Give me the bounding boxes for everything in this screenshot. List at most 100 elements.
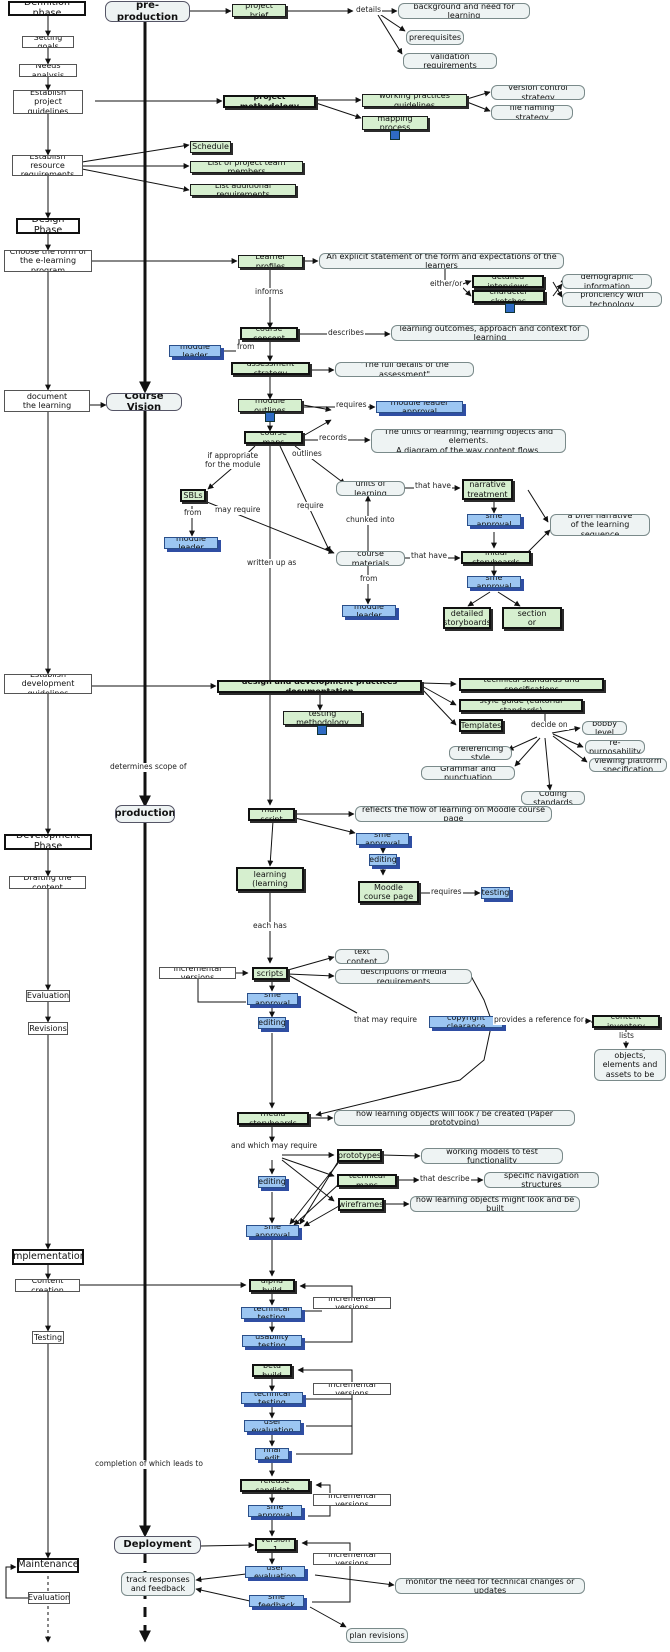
stage-deployment[interactable]: Deployment <box>114 1536 201 1554</box>
node-sme-approval-2[interactable]: sme approval <box>467 576 521 588</box>
node-coding-standards[interactable]: Coding standards <box>521 791 585 805</box>
step-establish-guidelines[interactable]: Establish project guidelines <box>13 90 83 114</box>
step-needs-analysis[interactable]: Needs analysis <box>19 64 77 77</box>
node-course-materials[interactable]: course materials <box>336 551 405 566</box>
node-units-of-learning[interactable]: units of learning <box>336 481 405 496</box>
node-editing-3[interactable]: editing <box>258 1176 286 1188</box>
node-incremental-versions-2[interactable]: incremental versions <box>313 1297 391 1309</box>
node-course-maps[interactable]: course maps <box>244 431 303 444</box>
phase-implementation[interactable]: Implementation <box>12 1249 84 1265</box>
node-prerequisites[interactable]: prerequisites <box>406 30 464 45</box>
node-team-members[interactable]: List of project team members <box>190 161 303 173</box>
document-icon[interactable] <box>390 130 400 140</box>
node-validation[interactable]: validation requirements <box>403 53 497 69</box>
node-detailed-storyboards[interactable]: detailed storyboards <box>443 607 491 629</box>
node-incremental-versions-5[interactable]: incremental versions <box>313 1553 391 1565</box>
phase-maintenance[interactable]: Maintenance <box>17 1558 79 1573</box>
node-incremental-versions-3[interactable]: incremental versions <box>313 1383 391 1395</box>
node-module-leader-1[interactable]: module leader <box>169 345 221 357</box>
node-how-look-built[interactable]: how learning objects might look and be b… <box>410 1196 580 1212</box>
node-detailed-interviews[interactable]: detailed interviews <box>472 275 544 288</box>
node-sme-approval-4[interactable]: sme approval <box>247 993 298 1005</box>
node-demographic[interactable]: demographic information <box>562 274 652 289</box>
node-learner-profiles[interactable]: Learner profiles <box>238 255 303 268</box>
node-content-inventory[interactable]: content inventory <box>592 1015 660 1028</box>
node-course-concept[interactable]: course concept <box>240 327 298 340</box>
node-prototypes[interactable]: prototypes <box>337 1149 382 1162</box>
node-file-naming[interactable]: file naming strategy <box>491 105 573 120</box>
node-learning-outcomes[interactable]: learning outcomes, approach and context … <box>391 325 589 341</box>
node-track-responses[interactable]: track responses and feedback <box>121 1572 195 1596</box>
node-style-guide[interactable]: style guide (editorial standards) <box>459 699 583 712</box>
node-editing-1[interactable]: editing <box>369 854 397 866</box>
node-module-leader-approval[interactable]: module leader approval <box>376 401 463 413</box>
node-user-evaluation-1[interactable]: user evaluation <box>244 1420 301 1432</box>
node-templates[interactable]: Templates <box>459 719 503 732</box>
node-copyright-clearance[interactable]: copyright clearance <box>429 1016 503 1028</box>
step-develop-strategy[interactable]: Develop and document the learning strate… <box>4 390 90 412</box>
step-setting-goals[interactable]: Setting goals <box>22 36 74 48</box>
node-units-learning-objects[interactable]: units of learning (learning objects) <box>236 867 304 891</box>
node-background[interactable]: background and need for learning <box>398 3 530 19</box>
node-module-leader-2[interactable]: module leader <box>164 537 218 549</box>
node-brief-narrative[interactable]: a brief narrative of the learning sequen… <box>550 514 650 536</box>
node-incremental-versions-1[interactable]: incremental versions <box>159 967 236 979</box>
stage-pre-production[interactable]: pre-production <box>105 1 190 22</box>
node-testing-1[interactable]: testing <box>481 887 510 899</box>
step-content-creation[interactable]: Content creation <box>15 1279 80 1292</box>
node-re-purposability[interactable]: re-purposability <box>585 740 645 754</box>
node-incremental-versions-4[interactable]: incremental versions <box>313 1494 391 1506</box>
node-technical-testing-1[interactable]: technical testing <box>241 1307 302 1319</box>
node-beta-build[interactable]: beta build <box>252 1364 292 1377</box>
node-wireframes[interactable]: wireframes <box>338 1198 384 1211</box>
node-monitor-need[interactable]: monitor the need for technical changes o… <box>395 1578 585 1594</box>
node-referencing-style[interactable]: referencing style <box>449 746 512 760</box>
node-sme-approval-5[interactable]: sme approval <box>246 1225 299 1237</box>
node-usability-testing[interactable]: usability testing <box>242 1335 302 1347</box>
node-learning-objects-elements[interactable]: learning objects, elements and assets to… <box>594 1049 666 1081</box>
node-sme-approval-6[interactable]: sme approval <box>248 1505 302 1517</box>
node-version-1[interactable]: version 1 <box>255 1538 296 1551</box>
node-bobby-level[interactable]: bobby level <box>582 721 627 735</box>
node-design-dev-doc[interactable]: design and development practices documen… <box>217 680 422 693</box>
node-scripts[interactable]: scripts <box>252 967 288 980</box>
step-establish-resources[interactable]: Establish resource requirements <box>12 155 83 176</box>
node-main-script[interactable]: main script <box>248 808 295 821</box>
node-technical-testing-2[interactable]: technical testing <box>241 1392 303 1404</box>
node-character-sketches[interactable]: character sketches <box>472 290 545 303</box>
node-moodle-course-page[interactable]: Moodle course page <box>358 881 419 903</box>
node-viewing-platform[interactable]: viewing platform specification <box>589 758 667 772</box>
node-grammar[interactable]: Grammar and punctuation <box>421 766 515 780</box>
document-icon[interactable] <box>317 725 327 735</box>
node-explicit-statement[interactable]: An explicit statement of the form and ex… <box>319 253 564 269</box>
node-assessment-strategy[interactable]: assessment strategy <box>231 362 310 375</box>
node-version-control[interactable]: version control strategy <box>491 85 585 100</box>
node-sample-section[interactable]: Sample section or prototypes <box>502 607 562 629</box>
node-media-storyboards[interactable]: media storyboards <box>237 1112 309 1125</box>
node-testing-methodology[interactable]: testing methodology <box>283 711 362 725</box>
node-plan-revisions[interactable]: plan revisions <box>346 1628 408 1643</box>
node-sbls[interactable]: SBLs <box>180 489 206 502</box>
node-sme-feedback[interactable]: sme feedback <box>249 1595 304 1607</box>
node-reflects-flow[interactable]: reflects the flow of learning on Moodle … <box>355 806 552 822</box>
node-proficiency[interactable]: proficiency with technology <box>562 292 662 307</box>
node-descriptions-media[interactable]: descriptions of media requirements <box>335 969 472 984</box>
node-how-learning-objects[interactable]: how learning objects will look / be crea… <box>334 1110 575 1126</box>
node-alpha-build[interactable]: alpha build <box>249 1279 295 1292</box>
node-working-practices[interactable]: working practices guidelines <box>362 94 467 107</box>
phase-definition[interactable]: Definition phase <box>8 1 86 16</box>
step-establish-dev-guidelines[interactable]: Establish development guidelines <box>4 674 92 694</box>
stage-course-vision[interactable]: Course Vision <box>106 393 182 411</box>
node-release-candidate[interactable]: release candidate <box>240 1479 310 1492</box>
node-technical-standards[interactable]: technical standards and specifications <box>459 678 604 691</box>
node-project-brief[interactable]: project brief <box>232 4 286 17</box>
node-units-description[interactable]: The units of learning, learning objects … <box>371 429 566 453</box>
document-icon[interactable] <box>265 412 275 422</box>
node-module-outlines[interactable]: module outlines <box>238 399 302 412</box>
node-initial-storyboards[interactable]: initial storyboards <box>461 551 531 564</box>
node-narrative-treatment[interactable]: narrative treatment <box>462 479 513 500</box>
node-schedule[interactable]: Schedule <box>190 141 231 153</box>
phase-development[interactable]: Development Phase <box>4 834 92 850</box>
node-user-evaluation-2[interactable]: user evaluation <box>245 1566 305 1578</box>
step-evaluation[interactable]: Evaluation <box>26 990 70 1002</box>
